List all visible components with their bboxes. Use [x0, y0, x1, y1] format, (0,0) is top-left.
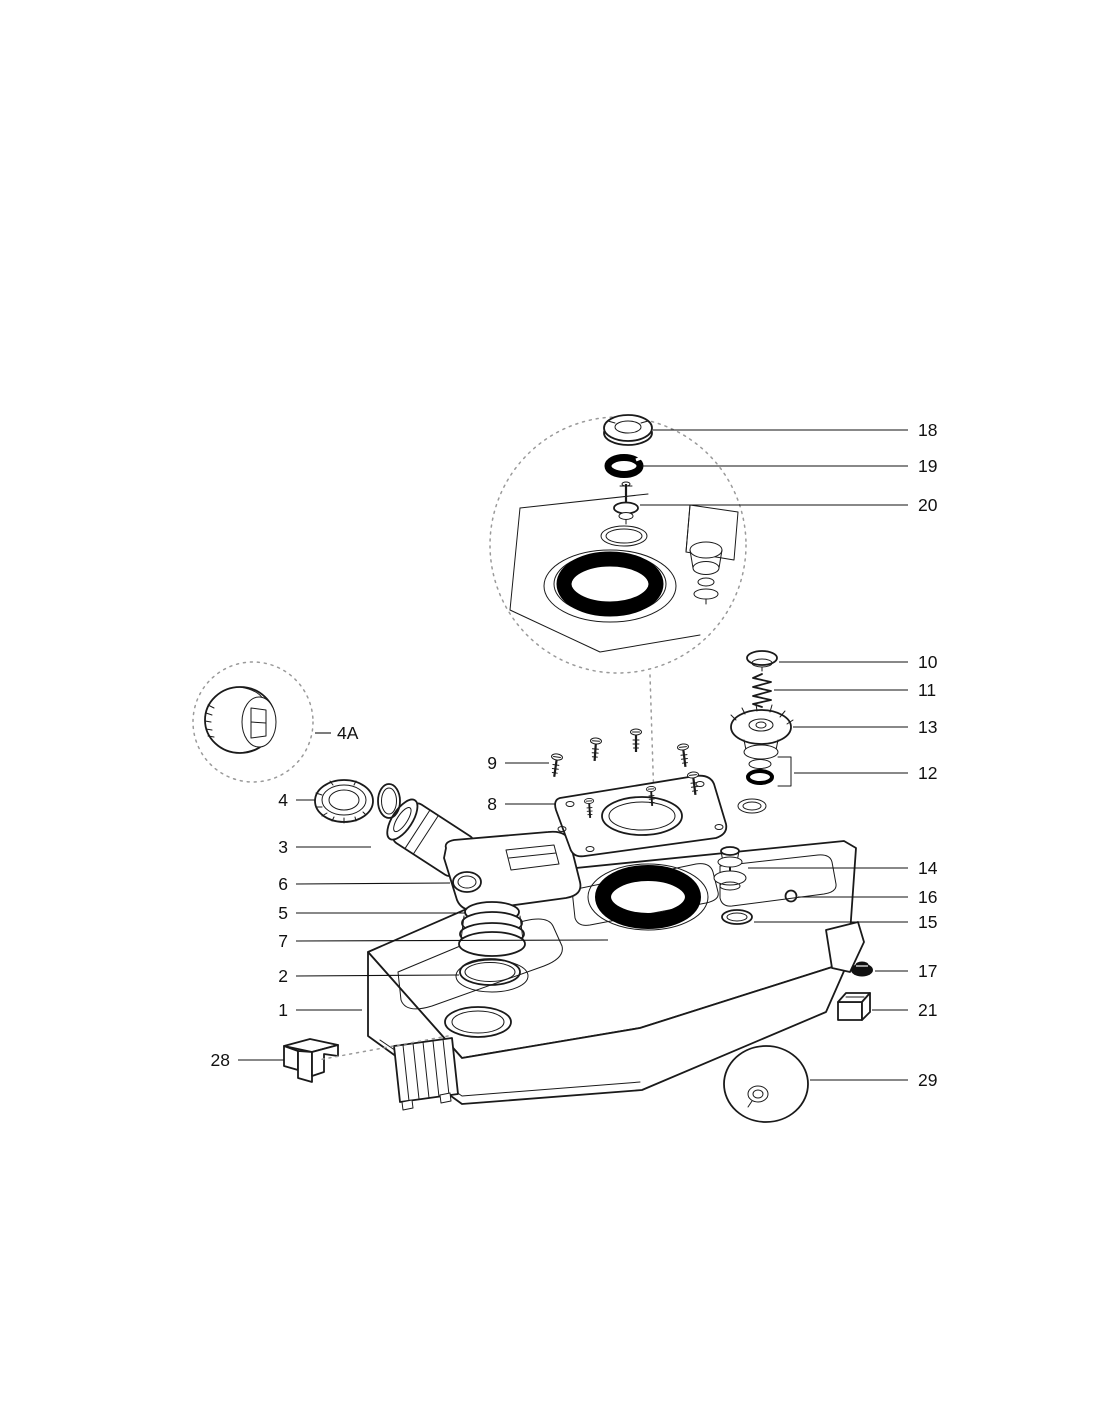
inset-valve-assembly	[689, 541, 723, 605]
part-label-15: 15	[918, 912, 937, 932]
part-label-29: 29	[918, 1070, 937, 1090]
part-label-3: 3	[278, 837, 288, 857]
part-8-mount-plate	[554, 774, 728, 858]
part-4a-knob	[192, 661, 314, 783]
part-label-4a: 4A	[337, 723, 359, 743]
detail-inset	[489, 416, 747, 674]
part-4-cap	[314, 779, 374, 824]
part-15-seal-ring	[721, 909, 753, 925]
part-label-18: 18	[918, 420, 937, 440]
part-11-spring	[752, 673, 772, 708]
part-label-11: 11	[918, 680, 936, 700]
part-label-7: 7	[278, 931, 288, 951]
part-13-valve-cup	[730, 703, 794, 760]
part-labels: 18 19 20 10 11 13 12 14 16 15 17 21 29 4…	[211, 420, 938, 1090]
cap-o-ring	[377, 783, 401, 819]
leader-line-7	[295, 939, 609, 942]
part-label-1: 1	[278, 1000, 288, 1020]
knob-dashed-circle	[192, 661, 314, 783]
inset-lip-seal	[556, 551, 664, 617]
part-7-lip-seal	[587, 863, 709, 931]
part-label-16: 16	[918, 887, 937, 907]
part-label-8: 8	[487, 794, 497, 814]
part-label-17: 17	[918, 961, 937, 981]
part-19-seal-ring	[604, 454, 644, 478]
part-label-10: 10	[918, 652, 938, 672]
part-5-collar	[458, 901, 526, 957]
part-label-4: 4	[278, 790, 288, 810]
part-16-hole	[784, 889, 798, 903]
part-label-19: 19	[918, 456, 937, 476]
bracket-connector-line	[317, 1035, 449, 1061]
leader-line-2	[295, 974, 460, 977]
part-label-9: 9	[487, 753, 497, 773]
leader-lines	[238, 429, 908, 1081]
part-label-6: 6	[278, 874, 288, 894]
part-label-20: 20	[918, 495, 938, 515]
part-label-21: 21	[918, 1000, 937, 1020]
part-10-button	[746, 650, 778, 672]
part-label-12: 12	[918, 763, 937, 783]
part-6-elbow	[443, 830, 582, 912]
part-14-vent-valve	[713, 846, 747, 891]
part-2-o-ring	[459, 958, 521, 986]
part-label-5: 5	[278, 903, 288, 923]
part-label-13: 13	[918, 717, 937, 737]
part-label-28: 28	[211, 1050, 230, 1070]
tank-handle	[393, 1037, 459, 1111]
leader-line-6	[295, 882, 451, 885]
part-label-2: 2	[278, 966, 288, 986]
part-17-grommet	[851, 961, 873, 977]
part-20-float-valve	[613, 481, 639, 525]
part-label-14: 14	[918, 858, 938, 878]
part-18-cap	[603, 414, 653, 446]
tank-side-wing	[825, 921, 865, 973]
part-28-bracket	[283, 1038, 339, 1083]
part-21-latch-block	[837, 992, 871, 1021]
part-29-wheel-cap	[723, 1045, 809, 1123]
part-12-seal-kit	[746, 756, 792, 787]
inset-connector-line	[649, 674, 656, 834]
